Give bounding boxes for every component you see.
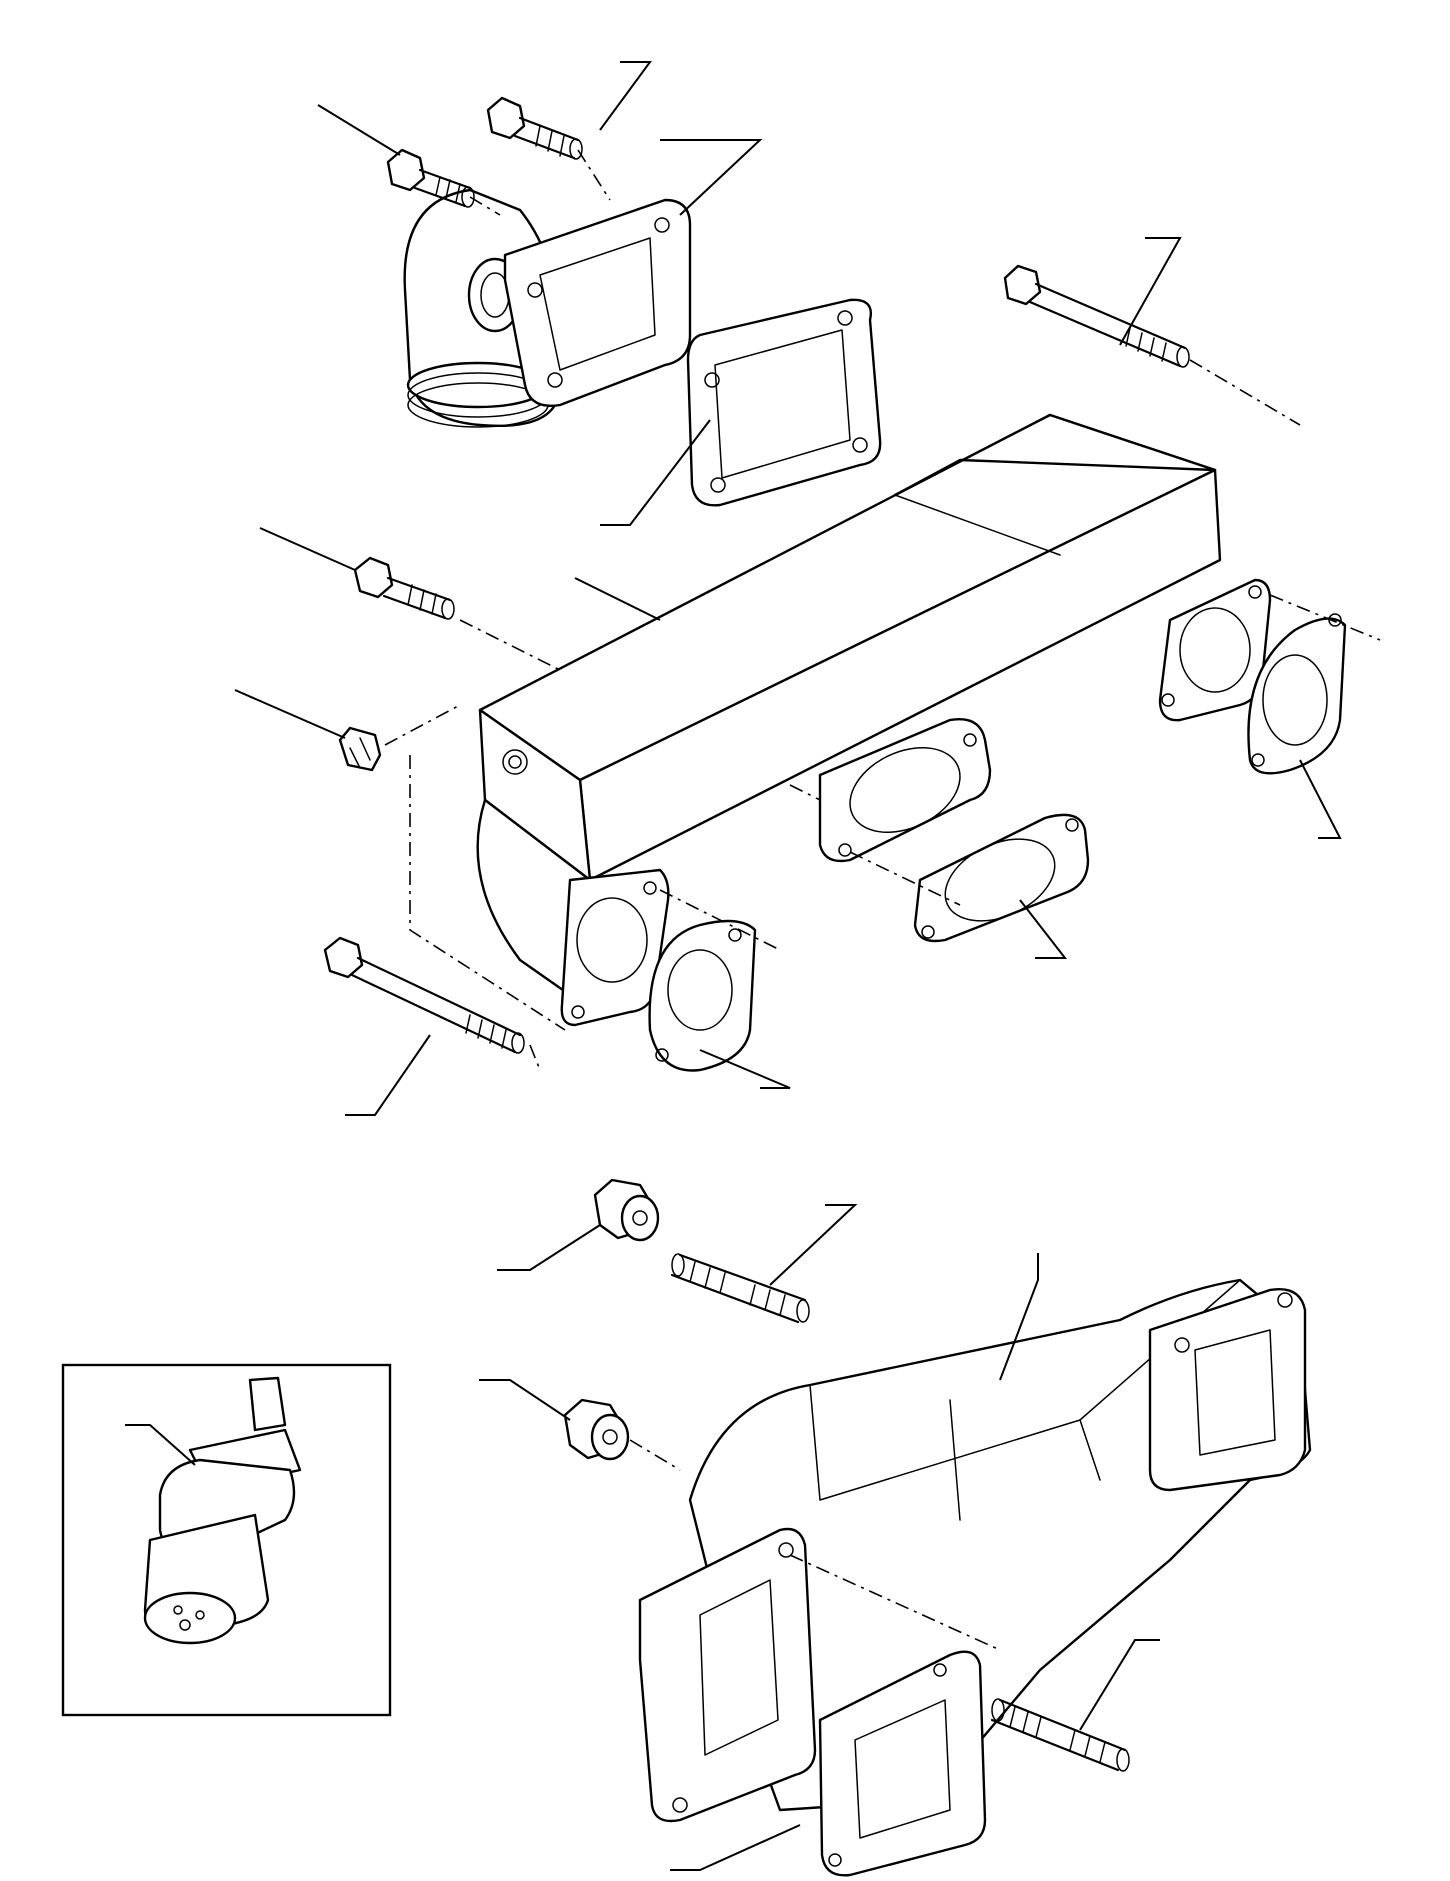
lower-gasket — [818, 1650, 987, 1877]
elbow-flange — [503, 198, 692, 407]
bolt-elbow-top — [486, 96, 583, 160]
long-bolt-lower-left — [323, 936, 525, 1054]
long-bolt-upper-right — [1003, 264, 1190, 368]
flange-nut-upper — [593, 1178, 660, 1242]
bolt-manifold-left — [353, 556, 455, 620]
elbow-gasket — [686, 298, 882, 507]
stud-lower — [990, 1698, 1130, 1772]
temperature-sender — [143, 1376, 302, 1645]
gasket-left — [648, 919, 757, 1072]
lower-manifold — [638, 1278, 1312, 1823]
gasket-right — [1247, 613, 1347, 775]
bolt-elbow-left — [386, 148, 475, 208]
stud-upper — [670, 1253, 810, 1324]
leader-lines — [125, 61, 1342, 1871]
flange-nut-lower — [563, 1398, 630, 1461]
gasket-middle — [913, 813, 1090, 943]
exhaust-manifold — [476, 413, 1272, 1027]
threaded-plug — [338, 726, 382, 772]
